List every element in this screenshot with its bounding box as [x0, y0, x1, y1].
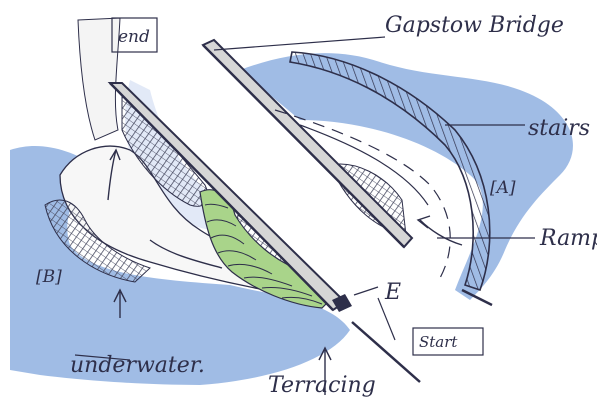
bridge-label: Gapstow Bridge: [385, 13, 564, 38]
section-b-label: [B]: [36, 267, 62, 287]
end-label: end: [118, 27, 150, 47]
ramp-label: Ramp: [539, 226, 597, 251]
entrance-e-label: E: [384, 280, 401, 305]
start-label: Start: [419, 333, 458, 351]
stairs-label: stairs: [528, 116, 590, 141]
underwater-label: underwater.: [70, 353, 205, 378]
path-top: [78, 18, 120, 140]
section-a-label: [A]: [490, 178, 516, 198]
terracing-label: Terracing: [268, 373, 376, 398]
